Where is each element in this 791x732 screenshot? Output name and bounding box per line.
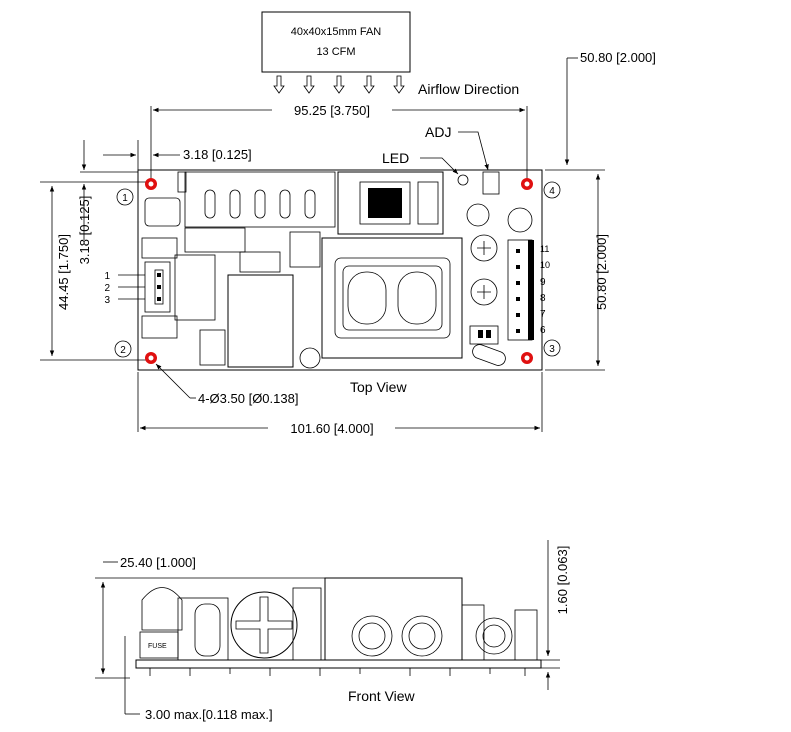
- height-right-dimension: 50.80 [2.000]: [545, 174, 609, 371]
- transformer: [321, 171, 463, 359]
- adj-label: ADJ: [425, 124, 451, 140]
- height-edge-offset-label: 3.18 [0.125]: [77, 196, 92, 265]
- fan-offset-label: 50.80 [2.000]: [580, 50, 656, 65]
- height-left-dimensions: 44.45 [1.750] 3.18 [0.125]: [40, 140, 150, 361]
- heatsink: [184, 171, 336, 228]
- input-pin-3: 3: [104, 295, 110, 306]
- input-connector: 1 2 3: [104, 261, 171, 313]
- hole-4-number: 4: [549, 186, 555, 197]
- output-pin-10: 10: [540, 260, 550, 270]
- hole-spacing-dimension: 95.25 [3.750]: [150, 103, 528, 178]
- top-view-label: Top View: [350, 379, 407, 395]
- holes-callout: 4-Ø3.50 [Ø0.138]: [155, 363, 298, 406]
- width-total-label: 101.60 [4.000]: [290, 421, 373, 436]
- output-pin-9: 9: [540, 277, 546, 288]
- hole-1-number: 1: [122, 193, 128, 204]
- hole-number-markers: 1 2 3 4: [114, 181, 561, 358]
- bulk-capacitor-side: [230, 591, 298, 659]
- hole-spacing-label: 95.25 [3.750]: [294, 103, 370, 118]
- airflow-arrows: [273, 75, 405, 94]
- hole-3-number: 3: [549, 344, 555, 355]
- holes-label: 4-Ø3.50 [Ø0.138]: [198, 391, 298, 406]
- height-total-label: 50.80 [2.000]: [594, 234, 609, 310]
- width-total-dimension: 101.60 [4.000]: [137, 372, 543, 436]
- input-pin-2: 2: [104, 283, 110, 294]
- pcb-edge: [135, 659, 542, 669]
- hole-2-number: 2: [120, 345, 126, 356]
- output-pin-6: 6: [540, 325, 546, 336]
- front-view-dimensions: 25.40 [1.000] 3.00 max.[0.118 max.] 1.60…: [95, 540, 570, 722]
- height-inner-label: 44.45 [1.750]: [56, 234, 71, 310]
- fuse-holder-top: [144, 197, 181, 227]
- pcb-thickness-label: 1.60 [0.063]: [555, 546, 570, 615]
- output-pin-8: 8: [540, 293, 546, 304]
- led-label: LED: [382, 150, 409, 166]
- top-view-board: 1 2 3 4 1: [104, 169, 561, 371]
- led-indicator: [457, 174, 469, 186]
- fan-size-label: 40x40x15mm FAN: [291, 26, 382, 38]
- hole-edge-offset-label: 3.18 [0.125]: [183, 147, 252, 162]
- fan-offset-dimension: 50.80 [2.000]: [545, 50, 656, 171]
- input-pin-1: 1: [104, 271, 110, 282]
- adj-potentiometer: [482, 171, 500, 195]
- fan-box: 40x40x15mm FAN 13 CFM: [261, 11, 411, 73]
- fuse-label: FUSE: [148, 643, 167, 650]
- mounting-holes: [145, 178, 533, 364]
- front-view-label: Front View: [348, 688, 416, 704]
- output-pin-11: 11: [540, 244, 549, 254]
- component-height-label: 25.40 [1.000]: [120, 555, 196, 570]
- output-connector: 11 10 9 8 7 6: [507, 239, 550, 341]
- output-pin-7: 7: [540, 309, 546, 320]
- front-view-board: FUSE: [135, 577, 542, 676]
- pin-length-label: 3.00 max.[0.118 max.]: [145, 707, 273, 722]
- fan-cfm-label: 13 CFM: [316, 46, 355, 58]
- bulk-capacitor: [227, 274, 294, 368]
- airflow-direction-label: Airflow Direction: [418, 81, 519, 97]
